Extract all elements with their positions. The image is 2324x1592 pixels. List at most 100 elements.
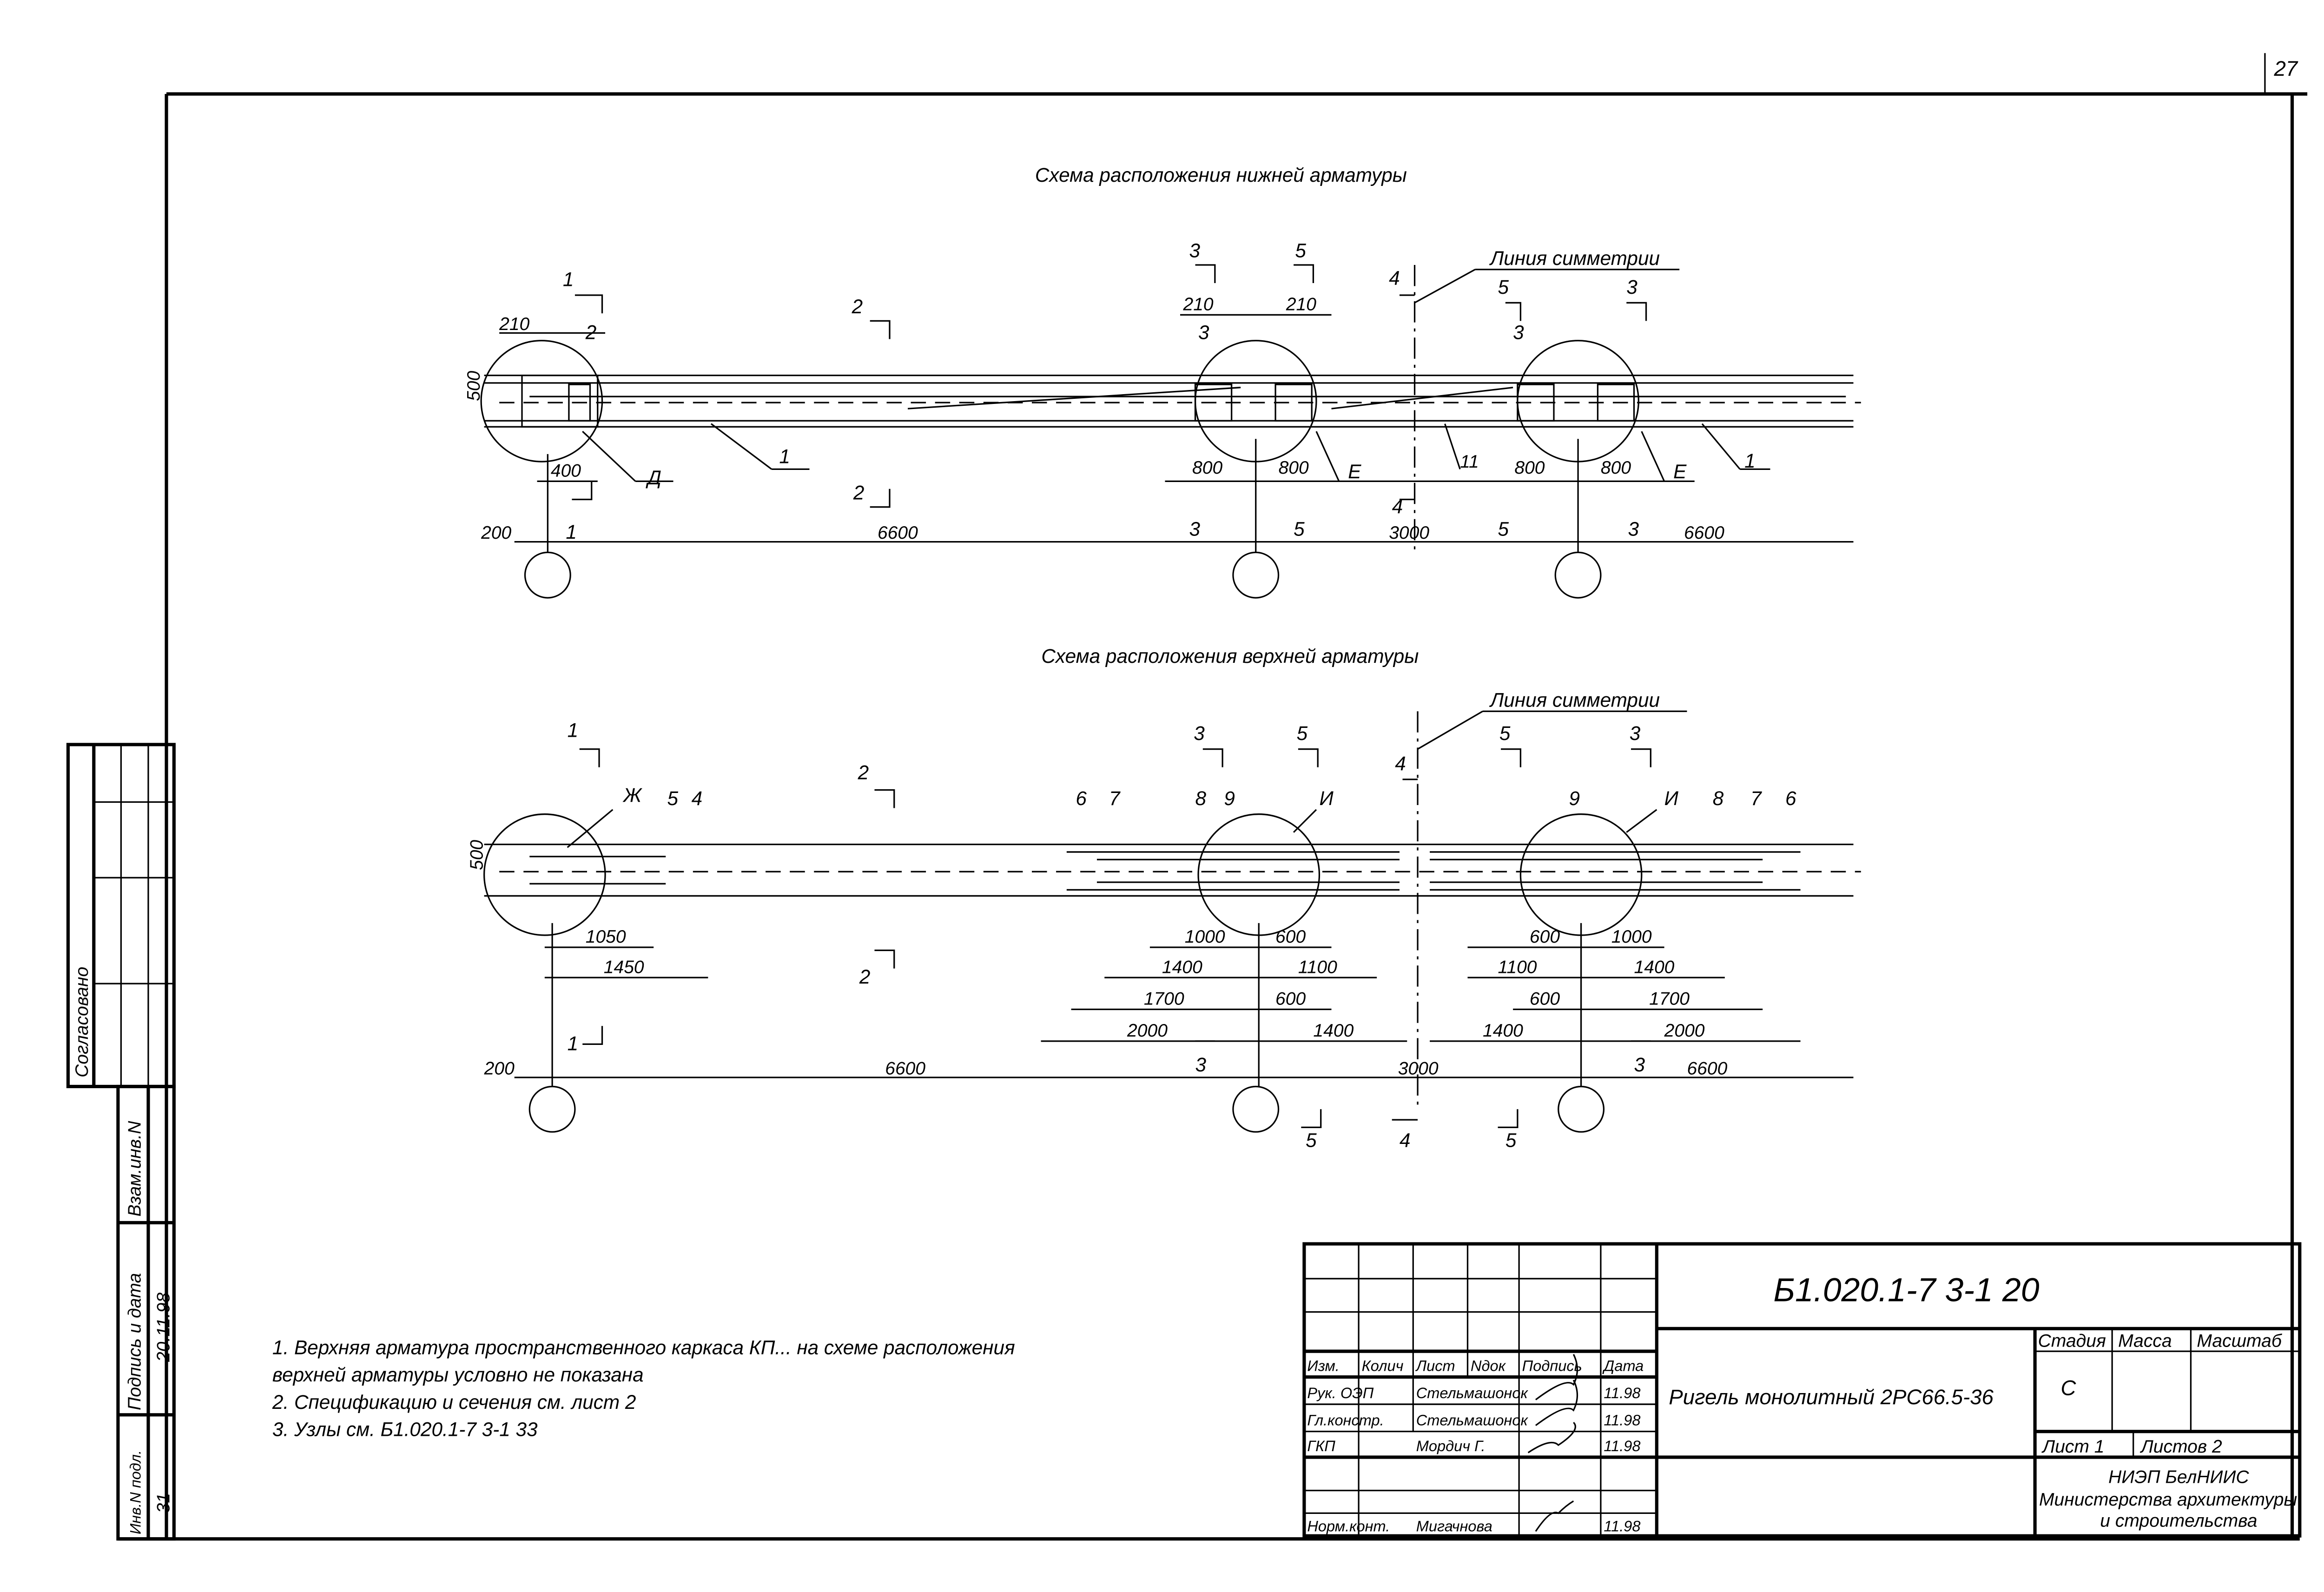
label: И — [1664, 787, 1679, 809]
header-date: Дата — [1602, 1357, 1644, 1374]
sheet-count: Листов 2 — [2139, 1437, 2222, 1457]
label: 800 — [1192, 458, 1222, 478]
label: 500 — [467, 840, 487, 870]
organization: НИЭП БелНИИС — [2108, 1467, 2249, 1487]
label: 7 — [1750, 787, 1762, 809]
scale-header: Масштаб — [2197, 1331, 2282, 1351]
dim: 6600 — [878, 523, 918, 543]
label: 3 — [1189, 240, 1201, 262]
sign-date-value: 20.11.98 — [154, 1293, 174, 1362]
label: 1 — [568, 720, 579, 741]
dim: 200 — [484, 1058, 515, 1078]
stage-value: С — [2060, 1376, 2076, 1400]
dim: 1700 — [1144, 989, 1184, 1009]
sheet-number: Лист 1 — [2041, 1437, 2104, 1457]
label: 800 — [1601, 458, 1631, 478]
label: 2 — [585, 321, 597, 343]
dim: 6600 — [885, 1058, 925, 1078]
label: 3 — [1198, 321, 1209, 343]
role: Норм.конт. — [1307, 1518, 1390, 1534]
dim: 5 — [1294, 518, 1305, 540]
dim: 1400 — [1634, 957, 1675, 977]
dim: 1400 — [1313, 1021, 1353, 1041]
dim: 1000 — [1185, 927, 1225, 947]
dim: 600 — [1275, 989, 1306, 1009]
date: 11.98 — [1604, 1518, 1640, 1534]
header-izm: Изм. — [1307, 1357, 1339, 1374]
label: 2 — [853, 482, 865, 503]
label: Ж — [622, 785, 642, 806]
dim: 1400 — [1162, 957, 1202, 977]
sheet-frame — [118, 92, 2308, 1541]
document-code: Б1.020.1-7 3-1 20 — [1773, 1272, 2039, 1309]
header-kol: Колич — [1362, 1357, 1404, 1374]
note: верхней арматуры условно не показана — [272, 1364, 644, 1386]
node-circle-d — [480, 340, 603, 462]
dim: 1100 — [1298, 957, 1337, 977]
label: 6 — [1076, 787, 1087, 809]
dim: 3 — [1628, 518, 1639, 540]
person: Стельмашонок — [1416, 1385, 1529, 1401]
axis-marker — [1554, 551, 1602, 599]
header-ndok: Nдок — [1471, 1357, 1506, 1374]
label: 4 — [692, 787, 703, 809]
dim: 200 — [481, 523, 511, 543]
scheme-title: Схема расположения верхней арматуры — [1041, 645, 1419, 667]
label: И — [1319, 787, 1334, 809]
date: 11.98 — [1604, 1385, 1640, 1401]
label: 4 — [1400, 1130, 1411, 1151]
label: 800 — [1514, 458, 1545, 478]
role: ГКП — [1307, 1438, 1335, 1454]
notes: 1. Верхняя арматура пространственного ка… — [272, 1337, 1015, 1440]
scheme-title: Схема расположения нижней арматуры — [1035, 164, 1407, 186]
label: 1 — [779, 445, 790, 467]
label: 1450 — [604, 957, 644, 977]
label: 400 — [551, 461, 581, 481]
label: 3 — [1194, 722, 1205, 744]
label: 9 — [1224, 787, 1235, 809]
page-number: 27 — [2273, 57, 2298, 80]
label: 5 — [1499, 722, 1511, 744]
header-list: Лист — [1415, 1357, 1455, 1374]
inv-orig-label: Инв.N подл. — [127, 1450, 144, 1534]
label: 4 — [1389, 267, 1400, 289]
label: 210 — [499, 314, 529, 334]
label: 1 — [568, 1032, 579, 1054]
label: 5 — [1505, 1130, 1517, 1151]
label: 8 — [1713, 787, 1724, 809]
label: 5 — [1295, 240, 1306, 262]
label: 8 — [1195, 787, 1207, 809]
dim: 1 — [566, 521, 577, 543]
label: 4 — [1392, 495, 1403, 517]
signature-marks — [1527, 1354, 1578, 1532]
label: 11 — [1460, 452, 1479, 472]
symmetry-label: Линия симметрии — [1489, 689, 1660, 711]
dim: 3000 — [1398, 1058, 1439, 1078]
dim: 1400 — [1483, 1021, 1523, 1041]
role: Рук. ОЭП — [1307, 1385, 1373, 1401]
label: 5 — [1306, 1130, 1317, 1151]
label: 7 — [1109, 787, 1121, 809]
top-reinforcement-scheme: Схема расположения верхней арматуры 1 2 — [467, 645, 1861, 1151]
side-stamp: Согласовано Взам.инв.N Подпись и дата 20… — [66, 743, 176, 1541]
dim: 600 — [1530, 927, 1560, 947]
label: 9 — [1569, 787, 1580, 809]
inv-orig-value: 31 — [154, 1493, 174, 1513]
dim: 3000 — [1389, 523, 1429, 543]
label: Д — [646, 467, 661, 489]
dim: 600 — [1275, 927, 1306, 947]
dim: 1700 — [1649, 989, 1690, 1009]
axis-marker — [1232, 551, 1280, 599]
dim: 3 — [1195, 1054, 1207, 1076]
agreed-label: Согласовано — [72, 967, 92, 1077]
dim: 2000 — [1127, 1021, 1168, 1041]
document-name: Ригель монолитный 2РС66.5-36 — [1669, 1385, 1994, 1409]
title-block: Б1.020.1-7 3-1 20 Ригель монолитный 2РС6… — [1302, 1242, 2302, 1538]
label: 1050 — [586, 927, 626, 947]
header-sign: Подпись — [1522, 1357, 1582, 1374]
replace-inv-label: Взам.инв.N — [125, 1121, 145, 1217]
dim: 2000 — [1664, 1021, 1705, 1041]
organization: Министерства архитектуры — [2039, 1490, 2297, 1510]
stage-header: Стадия — [2038, 1331, 2106, 1351]
